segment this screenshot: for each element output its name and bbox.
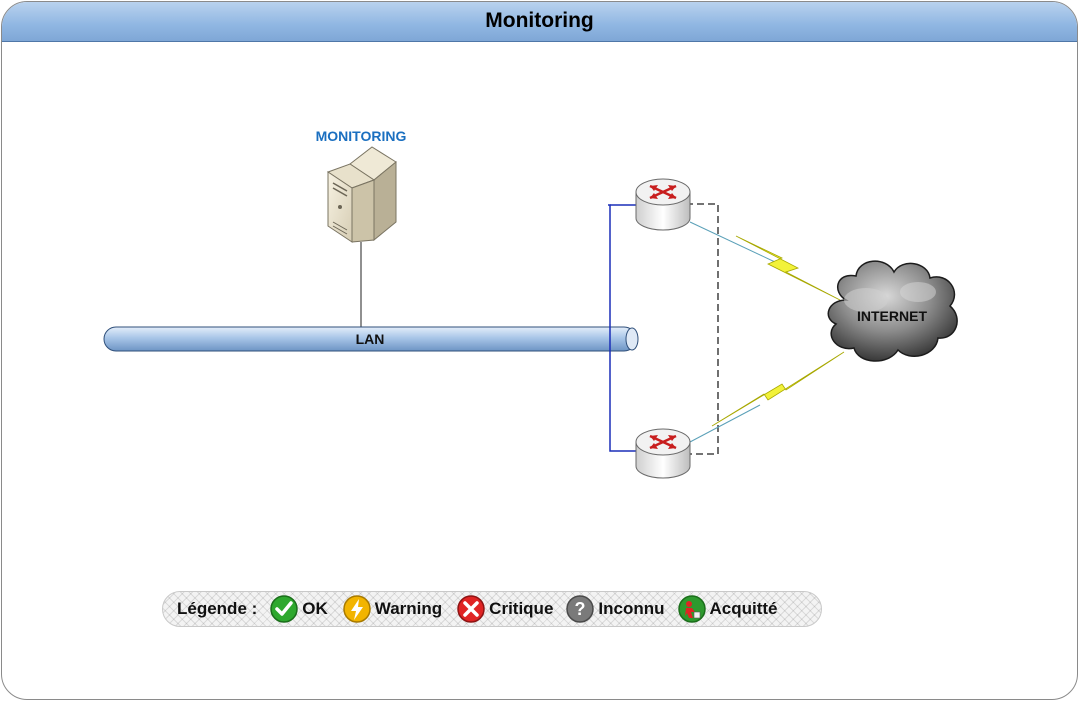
internet-label: INTERNET <box>857 308 927 324</box>
monitoring-server-icon[interactable] <box>326 146 397 243</box>
legend-label-acquitte: Acquitté <box>709 599 778 618</box>
legend-label-inconnu: Inconnu <box>598 599 665 618</box>
legend-item-critique: Critique <box>456 594 553 624</box>
title-bar: Monitoring <box>2 2 1077 42</box>
legend-label-critique: Critique <box>489 599 554 618</box>
cross-icon <box>457 595 485 623</box>
lan-pipe[interactable] <box>103 326 639 352</box>
lan-label: LAN <box>356 331 385 347</box>
internet-cloud-icon[interactable] <box>827 260 958 362</box>
acknowledged-icon <box>677 595 706 623</box>
legend-label-warning: Warning <box>374 599 443 618</box>
server-label: MONITORING <box>316 128 407 144</box>
legend-label-ok: OK <box>302 599 328 618</box>
wan-link-bottom <box>689 351 845 443</box>
router-1-icon[interactable] <box>635 178 691 231</box>
svg-text:?: ? <box>575 599 586 619</box>
legend-item-acquitte: Acquitté <box>677 594 778 624</box>
lan-router-link-vertical <box>608 204 640 452</box>
legend-item-ok: OK <box>269 594 328 624</box>
question-icon: ? <box>566 595 595 623</box>
legend-item-warning: Warning <box>342 594 442 624</box>
router-2-icon[interactable] <box>635 428 691 479</box>
panel-title: Monitoring <box>485 9 594 32</box>
lightning-icon <box>343 595 371 623</box>
check-icon <box>270 595 299 623</box>
legend: Légende : OK Warning Critique ? Inconnu <box>162 591 822 627</box>
legend-item-inconnu: ? Inconnu <box>565 594 665 624</box>
redundancy-group <box>664 203 719 455</box>
wan-link-top <box>689 221 841 301</box>
legend-title: Légende : <box>177 599 258 618</box>
